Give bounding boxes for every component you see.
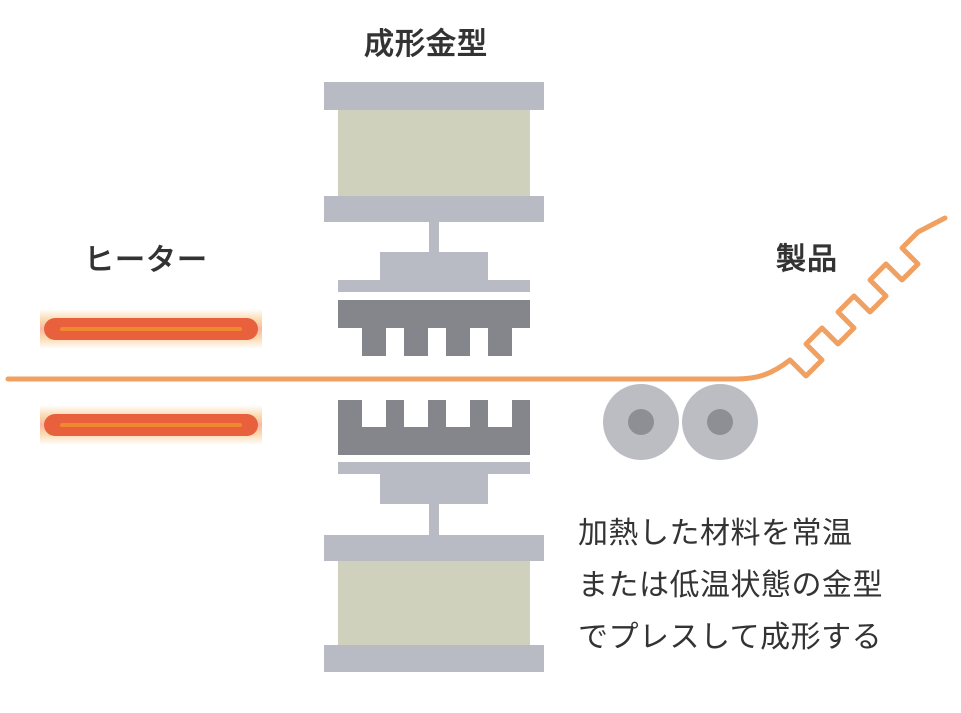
heater-label: ヒーター bbox=[84, 243, 208, 278]
lower-stem bbox=[429, 504, 439, 535]
lower-bottom-plate bbox=[324, 645, 544, 672]
roller-right bbox=[682, 384, 758, 460]
mold-label: 成形金型 bbox=[364, 27, 488, 62]
description-line: でプレスして成形する bbox=[578, 620, 883, 655]
heater-bottom bbox=[40, 405, 262, 445]
lower-holder-base bbox=[338, 462, 530, 474]
upper-punch bbox=[338, 300, 530, 356]
lower-top-plate bbox=[324, 535, 544, 561]
lower-die bbox=[338, 400, 530, 455]
process-description: 加熱した材料を常温 または低温状態の金型 でプレスして成形する bbox=[578, 512, 883, 668]
upper-bottom-plate bbox=[324, 196, 544, 222]
material-strip bbox=[5, 215, 948, 382]
upper-top-plate bbox=[324, 82, 544, 110]
heater-top bbox=[40, 309, 262, 349]
upper-mold bbox=[324, 82, 544, 356]
lower-block bbox=[338, 561, 530, 645]
upper-holder bbox=[380, 252, 488, 280]
description-line: 加熱した材料を常温 bbox=[578, 516, 853, 551]
roller-left bbox=[603, 384, 679, 460]
lower-mold bbox=[324, 400, 544, 672]
upper-stem bbox=[429, 222, 439, 252]
description-line: または低温状態の金型 bbox=[578, 568, 883, 603]
upper-block bbox=[338, 110, 530, 196]
upper-holder-base bbox=[338, 280, 530, 292]
lower-holder bbox=[380, 474, 488, 504]
product-label: 製品 bbox=[776, 242, 838, 277]
